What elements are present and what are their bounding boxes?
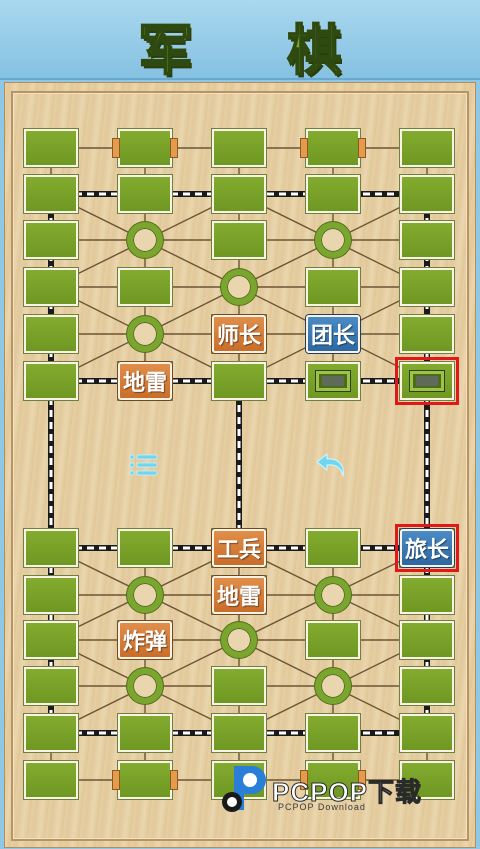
board-frame [11, 91, 469, 841]
board-cell[interactable] [24, 714, 78, 752]
headquarters-cell[interactable] [118, 129, 172, 167]
board-cell[interactable] [306, 714, 360, 752]
board-cell[interactable] [24, 175, 78, 213]
board-cell[interactable] [400, 621, 454, 659]
board-cell[interactable] [24, 761, 78, 799]
enemy-piece-dilei[interactable]: 地雷 [118, 362, 172, 400]
board-cell[interactable] [24, 667, 78, 705]
board-cell[interactable] [306, 529, 360, 567]
headquarters-marker [358, 770, 366, 790]
list-icon [129, 454, 158, 476]
board-cell[interactable] [24, 129, 78, 167]
board-cell[interactable] [306, 621, 360, 659]
board-cell[interactable] [400, 268, 454, 306]
camp-cell[interactable] [127, 577, 163, 613]
board-cell[interactable] [24, 362, 78, 400]
board-cell[interactable] [212, 129, 266, 167]
headquarters-marker [300, 138, 308, 158]
camp-cell[interactable] [127, 316, 163, 352]
headquarters-marker [170, 770, 178, 790]
camp-cell[interactable] [221, 269, 257, 305]
watermark-text: PCPOP下载 [271, 777, 423, 808]
camp-cell[interactable] [315, 222, 351, 258]
camp-cell[interactable] [221, 622, 257, 658]
menu-button[interactable] [124, 445, 164, 485]
watermark-subtext: PCPOP Download [278, 802, 366, 812]
board-cell[interactable] [24, 576, 78, 614]
board-cell[interactable] [400, 129, 454, 167]
board-cell[interactable] [212, 667, 266, 705]
board-cell[interactable] [400, 221, 454, 259]
headquarters-cell[interactable] [306, 761, 360, 799]
board-cell[interactable] [118, 175, 172, 213]
board-cell[interactable] [118, 714, 172, 752]
camp-cell[interactable] [315, 668, 351, 704]
headquarters-marker [170, 138, 178, 158]
board-cell[interactable] [400, 714, 454, 752]
undo-button[interactable] [311, 445, 351, 485]
camp-cell[interactable] [127, 668, 163, 704]
board-cell[interactable] [400, 315, 454, 353]
board-cell[interactable] [212, 221, 266, 259]
board-cell[interactable] [400, 761, 454, 799]
board-cell[interactable] [212, 714, 266, 752]
board-cell[interactable] [118, 268, 172, 306]
move-trace-marker [316, 371, 350, 391]
last-move-highlight [395, 357, 459, 405]
watermark: PCPOP下载 PCPOP Download [220, 760, 470, 820]
board-cell[interactable] [24, 529, 78, 567]
board-cell[interactable] [24, 268, 78, 306]
player-piece-zhadan[interactable]: 炸弹 [118, 621, 172, 659]
board-cell[interactable] [24, 315, 78, 353]
board-cell[interactable] [306, 175, 360, 213]
pcpop-logo-icon [222, 766, 266, 812]
board-cell[interactable] [118, 529, 172, 567]
headquarters-marker [358, 138, 366, 158]
game-title: 军 棋 [138, 18, 380, 83]
board-cell[interactable] [212, 362, 266, 400]
enemy-piece-shizhang[interactable]: 师长 [212, 315, 266, 353]
header-bar: 军 棋 [0, 0, 480, 83]
board-cell[interactable] [400, 175, 454, 213]
board-cell[interactable] [400, 667, 454, 705]
camp-cell[interactable] [127, 222, 163, 258]
last-move-highlight [395, 524, 459, 572]
board-cell[interactable] [24, 621, 78, 659]
headquarters-marker [300, 770, 308, 790]
player-piece-gongbing[interactable]: 工兵 [212, 529, 266, 567]
camp-cell[interactable] [315, 577, 351, 613]
board-cell[interactable] [400, 576, 454, 614]
player-piece-dilei[interactable]: 地雷 [212, 576, 266, 614]
board-cell[interactable] [306, 268, 360, 306]
board-cell[interactable] [24, 221, 78, 259]
undo-icon [316, 453, 344, 477]
board-cell[interactable] [212, 175, 266, 213]
headquarters-cell[interactable] [306, 129, 360, 167]
board-cell[interactable] [400, 362, 454, 400]
player-piece-lvzhang[interactable]: 旅长 [400, 529, 454, 567]
headquarters-marker [112, 770, 120, 790]
headquarters-marker [112, 138, 120, 158]
move-trace-marker [410, 371, 444, 391]
enemy-piece-tuanzhang[interactable]: 团长 [306, 315, 360, 353]
headquarters-cell[interactable] [118, 761, 172, 799]
game-board[interactable]: 师长团长地雷工兵旅长地雷炸弹 [4, 82, 476, 848]
